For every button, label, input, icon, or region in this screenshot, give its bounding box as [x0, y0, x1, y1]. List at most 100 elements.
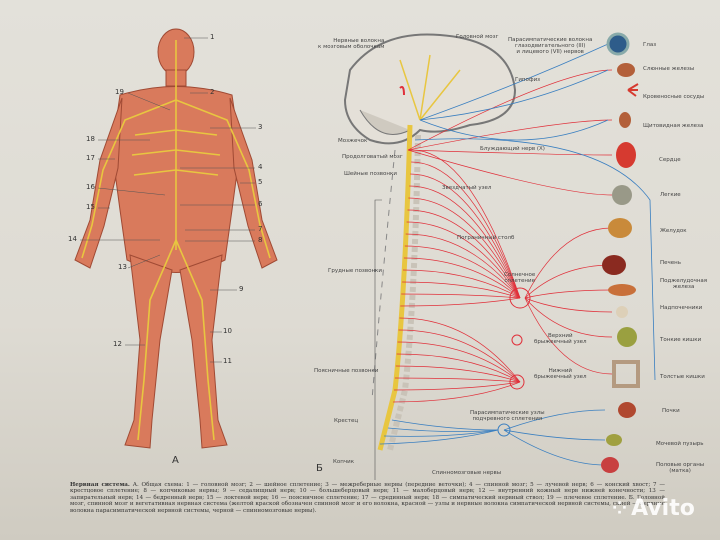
organ-label: Кровеносные сосуды [643, 94, 705, 100]
label-number: 8 [258, 236, 263, 244]
label-brain: Головной мозг [456, 34, 499, 40]
parasympathetic-fiber [503, 429, 606, 441]
label-vagus: Блуждающий нерв (X) [480, 146, 545, 152]
label-hypogastric-ganglia: Парасимпатические узлы подчревного сплет… [470, 410, 545, 422]
label-number: 1 [210, 33, 215, 41]
sympathetic-fiber [524, 297, 613, 313]
sympathetic-fiber [395, 365, 521, 383]
sympathetic-fiber [524, 297, 613, 338]
organ-label: Печень [660, 260, 681, 266]
sympathetic-fiber [407, 69, 613, 151]
organ-label: Желудок [660, 228, 687, 234]
label-number: 19 [115, 88, 124, 96]
label-number: 4 [258, 163, 263, 171]
sympathetic-fiber [402, 281, 521, 299]
sympathetic-fiber [407, 149, 613, 156]
parasympathetic-fiber [503, 409, 606, 431]
sympathetic-fiber [398, 329, 521, 383]
figure-b-letter: Б [316, 463, 323, 474]
sympathetic-fiber [406, 221, 521, 299]
organ-label: Слюнные железы [643, 66, 695, 72]
organ-label: Почки [662, 408, 680, 414]
label-pituitary: Гипофиз [515, 77, 541, 83]
organ-label: Надпочечники [660, 305, 703, 311]
parasympathetic-fiber [419, 43, 609, 121]
sympathetic-fiber [402, 269, 521, 299]
label-cervical: Шейные позвонки [344, 171, 397, 177]
sympathetic-fiber [524, 289, 613, 299]
sympathetic-fiber [405, 233, 521, 299]
caption-text: А. Общая схема: 1 — головной мозг; 2 — ш… [70, 482, 666, 514]
sympathetic-fiber [397, 341, 521, 383]
sympathetic-fiber [404, 245, 521, 299]
label-solar-plexus: Солнечное сплетение [504, 272, 536, 284]
label-number: 5 [258, 178, 263, 186]
sympathetic-fiber [411, 161, 521, 299]
sympathetic-fiber [401, 293, 521, 299]
parasympathetic-fiber [503, 429, 606, 466]
label-number: 10 [223, 327, 232, 335]
organ-label: Толстые кишки [660, 374, 705, 380]
label-number: 18 [86, 135, 95, 143]
sympathetic-fiber [409, 185, 521, 299]
label-stellate: Звездчатый узел [442, 185, 492, 191]
sympathetic-fiber [524, 264, 613, 299]
figure-caption: Нервная система. А. Общая схема: 1 — гол… [70, 482, 665, 514]
parasympathetic-fiber [419, 119, 609, 141]
sympathetic-fiber [403, 257, 521, 299]
eye-illustration [606, 32, 630, 56]
sympathetic-fiber [396, 353, 521, 383]
avito-watermark: ⁘ Avito [612, 496, 695, 521]
sympathetic-fiber [400, 297, 521, 307]
sympathetic-fiber [393, 381, 521, 403]
label-number: 17 [86, 154, 95, 162]
figure-a-letter: А [172, 455, 179, 466]
organ-label: Половые органы (матка) [656, 462, 705, 474]
label-coccyx: Копчик [333, 459, 355, 465]
sympathetic-fiber [524, 227, 613, 299]
label-number: 16 [86, 183, 95, 191]
parasympathetic-fiber [419, 69, 609, 121]
sympathetic-fiber [410, 173, 521, 299]
label-number: 12 [113, 340, 122, 348]
sympathetic-fiber [408, 197, 521, 299]
label-number: 13 [118, 263, 127, 271]
sympathetic-fiber [407, 119, 613, 151]
label-parasympathetic-fibers: Парасимпатические волокна глазодвигатель… [508, 37, 593, 55]
label-upper-mesenteric-ganglion: Верхний брыжеечный узел [534, 333, 587, 345]
label-number: 2 [210, 88, 215, 96]
organ-label: Сердце [659, 157, 681, 163]
label-lumbar: Поясничные позвонки [314, 368, 379, 374]
organ-label: Щитовидная железа [643, 123, 704, 129]
sympathetic-fiber [399, 317, 521, 383]
parasympathetic-fiber [391, 419, 499, 431]
label-number: 11 [223, 357, 232, 365]
parasympathetic-fiber [383, 429, 499, 437]
organ-label: Легкие [660, 192, 681, 198]
sympathetic-fiber [393, 381, 521, 391]
parasympathetic-fiber [379, 429, 499, 445]
label-number: 9 [239, 285, 244, 293]
label-spinal-nerves: Спинномозговые нервы [432, 470, 502, 476]
label-number: 7 [258, 225, 263, 233]
vagus-nerve-fiber [414, 138, 656, 381]
label-number: 14 [68, 235, 77, 243]
organ-label: Мочевой пузырь [656, 441, 704, 447]
caption-title: Нервная система. [70, 482, 130, 488]
label-nerve-fibers: Нервные волокна к мозговым оболочкам [318, 38, 385, 50]
sympathetic-fiber [411, 149, 521, 299]
label-number: 6 [258, 200, 263, 208]
organ-label: Глаз [643, 42, 657, 48]
label-cerebellum: Мозжечок [338, 138, 368, 144]
organ-label: Тонкие кишки [660, 337, 702, 343]
watermark-text: Avito [631, 496, 695, 521]
sympathetic-fiber [407, 149, 613, 196]
avito-logo-icon: ⁘ [612, 498, 628, 519]
label-sacrum: Крестец [334, 418, 359, 424]
label-number: 3 [258, 123, 263, 131]
sympathetic-fiber [524, 297, 613, 375]
label-lower-mesenteric-ganglion: Нижний брыжеечный узел [534, 368, 587, 380]
